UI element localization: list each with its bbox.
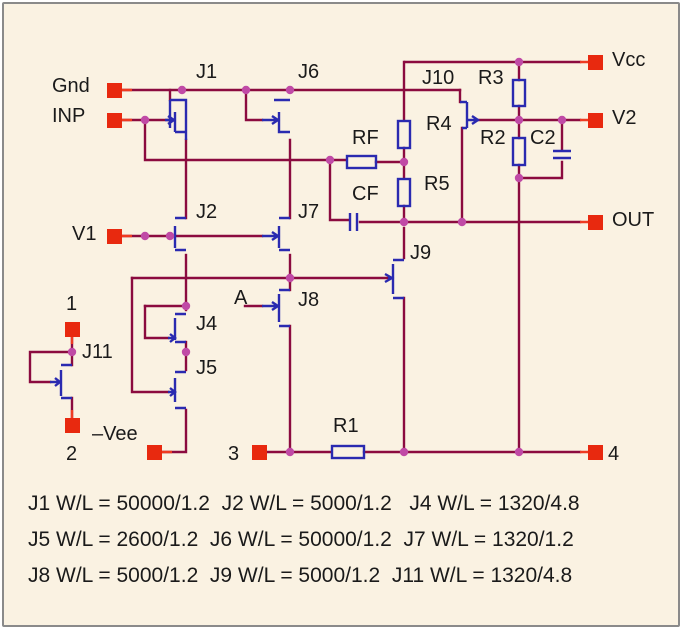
- r-upper-resistor: [396, 119, 412, 150]
- r5-resistor: [396, 177, 412, 208]
- j6-label: J6: [298, 61, 319, 83]
- j4-transistor: [168, 312, 186, 344]
- j9-transistor: [384, 258, 404, 300]
- junction-nodes: [67, 57, 567, 457]
- v1-pad: [107, 229, 122, 244]
- j11-transistor: [50, 363, 72, 400]
- wl-table: J1 W/L = 50000/1.2 J2 W/L = 5000/1.2 J4 …: [28, 492, 580, 587]
- r3-resistor: [511, 78, 527, 108]
- pad-2: [65, 418, 80, 433]
- inp-label: INP: [52, 105, 85, 127]
- v2-label: V2: [612, 107, 636, 129]
- out-label: OUT: [612, 209, 654, 231]
- vee-pad: [147, 445, 162, 460]
- r2-label: R2: [480, 127, 506, 149]
- r1-label: R1: [333, 415, 359, 437]
- j8-label: J8: [298, 289, 319, 311]
- wl-line-1: J1 W/L = 50000/1.2 J2 W/L = 5000/1.2 J4 …: [28, 492, 580, 515]
- rf-resistor: [345, 154, 378, 170]
- j1-label: J1: [196, 61, 217, 83]
- vee-label: –Vee: [92, 423, 138, 445]
- j7-label: J7: [298, 201, 319, 223]
- j9-label: J9: [410, 242, 431, 264]
- transistors: [50, 98, 481, 410]
- pin-2-label: 2: [66, 443, 77, 465]
- r1-resistor: [330, 444, 366, 460]
- gnd-pad: [107, 83, 122, 98]
- r5-label: R5: [424, 173, 450, 195]
- j10-transistor: [460, 100, 481, 130]
- out-pad: [588, 215, 603, 230]
- j1-transistor: [165, 98, 188, 140]
- j2-label: J2: [196, 201, 217, 223]
- pin-4-label: 4: [608, 443, 619, 465]
- pad-4: [588, 445, 603, 460]
- r3-label: R3: [478, 67, 504, 89]
- vcc-label: Vcc: [612, 49, 645, 71]
- r2-resistor: [511, 136, 527, 167]
- pad-1: [65, 322, 80, 337]
- j4-label: J4: [196, 313, 217, 335]
- c2-label: C2: [530, 127, 556, 149]
- pin-3-label: 3: [228, 443, 239, 465]
- labels: Gnd INP V1 –Vee Vcc V2 OUT J1 J6 J2 J7 J…: [52, 49, 654, 465]
- j8-transistor: [262, 288, 290, 328]
- v1-label: V1: [72, 223, 96, 245]
- c2-capacitor: [553, 149, 571, 160]
- cf-label: CF: [352, 183, 379, 205]
- r4-label: R4: [426, 113, 452, 135]
- rf-label: RF: [352, 127, 379, 149]
- inp-pad: [107, 113, 122, 128]
- pads: [65, 55, 603, 460]
- j7-transistor: [262, 216, 290, 252]
- wl-line-2: J5 W/L = 2600/1.2 J6 W/L = 50000/1.2 J7 …: [28, 528, 574, 551]
- j6-transistor: [262, 98, 290, 134]
- vcc-pad: [588, 55, 603, 70]
- pin-1-label: 1: [66, 293, 77, 315]
- cf-capacitor: [348, 213, 359, 231]
- v2-pad: [588, 113, 603, 128]
- gnd-label: Gnd: [52, 75, 90, 97]
- j5-label: J5: [196, 357, 217, 379]
- node-a-label: A: [234, 287, 248, 309]
- j10-label: J10: [422, 67, 454, 89]
- wl-line-3: J8 W/L = 5000/1.2 J9 W/L = 5000/1.2 J11 …: [28, 564, 572, 587]
- passives: [330, 78, 571, 460]
- j11-label: J11: [82, 341, 113, 363]
- pad-3: [252, 445, 267, 460]
- j5-transistor: [168, 370, 186, 410]
